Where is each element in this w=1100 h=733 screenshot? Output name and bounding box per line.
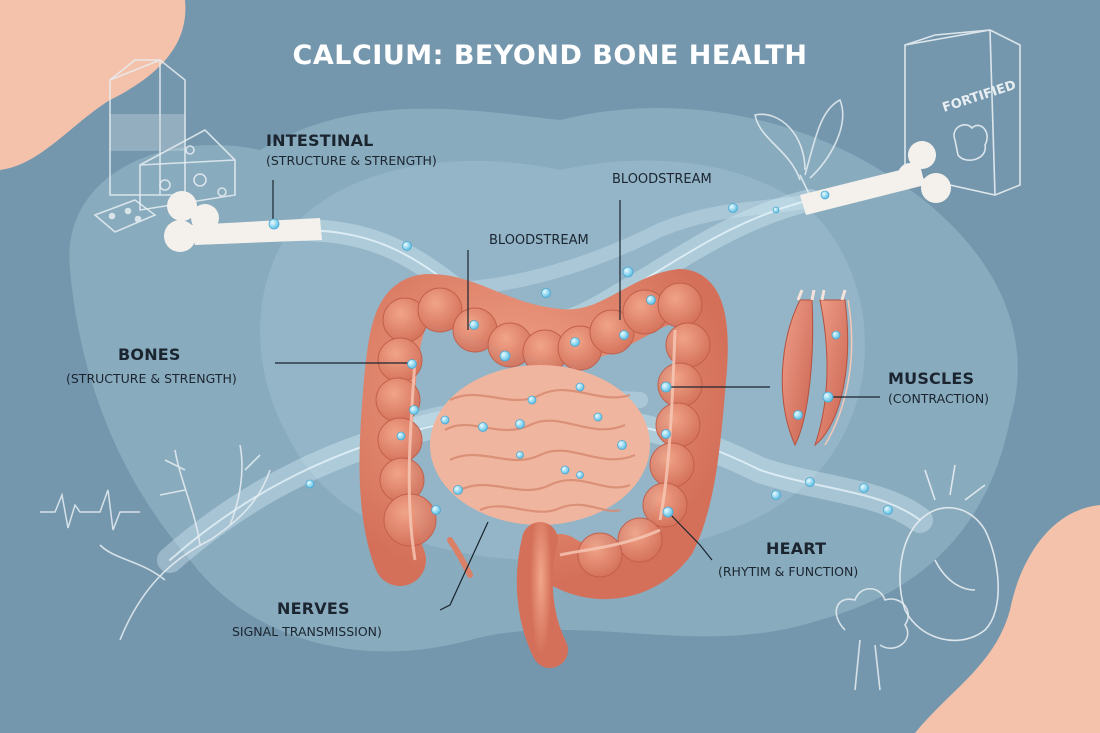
label-bones-sub-wrap: (STRUCTURE & STRENGTH) (66, 371, 237, 386)
label-nerves-head: NERVES (277, 599, 350, 618)
label-heart-head: HEART (766, 539, 827, 558)
label-bones-head: BONES (118, 345, 181, 364)
nerve-tree-icon (99, 444, 271, 641)
label-nerves-sub-wrap: SIGNAL TRANSMISSION) (232, 624, 382, 639)
bone-left-icon (164, 191, 322, 252)
page-title: CALCIUM: BEYOND BONE HEALTH (292, 40, 808, 71)
label-bones-sub: (STRUCTURE & STRENGTH) (66, 371, 237, 386)
label-bloodstream-upper: BLOODSTREAM (612, 172, 712, 187)
label-muscles-sub: (CONTRACTION) (888, 391, 990, 406)
bone-right-icon (800, 141, 951, 215)
label-heart: HEART (766, 539, 826, 558)
milk-carton-icon (109, 59, 186, 196)
ecg-line (40, 489, 140, 531)
cracker-icon (93, 199, 157, 233)
calcium-particles (268, 190, 893, 518)
fortified-text: FORTIFIED (941, 78, 1019, 116)
label-heart-sub-wrap: (RHYTIM & FUNCTION) (718, 564, 858, 579)
label-nerves: NERVES (277, 599, 350, 618)
label-nerves-sub: SIGNAL TRANSMISSION) (232, 624, 382, 639)
label-muscles: MUSCLES (CONTRACTION) (888, 369, 989, 406)
label-bloodstream-lower: BLOODSTREAM (489, 233, 589, 248)
label-intestinal: INTESTINAL (STRUCTURE & STRENGTH) (266, 131, 437, 168)
label-intestinal-sub: (STRUCTURE & STRENGTH) (266, 153, 437, 168)
label-muscles-head: MUSCLES (888, 369, 975, 388)
broccoli-icon (835, 587, 909, 691)
corner-decoration-top-left (0, 0, 186, 170)
corner-decoration-bottom-right (915, 505, 1100, 733)
heart-icon (899, 464, 999, 642)
label-heart-sub: (RHYTIM & FUNCTION) (718, 564, 859, 579)
digestive-system-illustration (359, 268, 728, 668)
label-intestinal-head: INTESTINAL (266, 131, 374, 150)
leader-lines (272, 180, 880, 611)
cheese-icon (139, 129, 236, 211)
label-bones: BONES (118, 345, 181, 364)
